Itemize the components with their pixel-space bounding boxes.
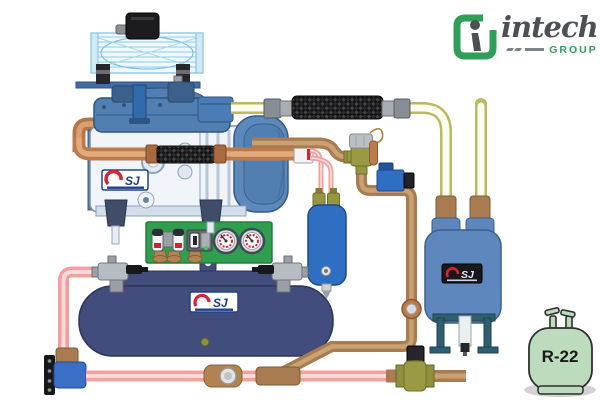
copper-line-front xyxy=(72,138,314,164)
liquid-line xyxy=(255,166,422,386)
flange-plate xyxy=(44,355,55,395)
brand-logo-mark xyxy=(453,14,497,60)
discharge-valve-block xyxy=(111,85,137,103)
tee-junction xyxy=(255,366,301,386)
cylinder-valves xyxy=(544,306,576,331)
chiller-drain xyxy=(458,315,472,347)
sensing-bulb xyxy=(369,140,378,166)
fan-condenser-unit xyxy=(75,12,204,89)
expansion-valve xyxy=(343,127,384,175)
filter-drier-assembly xyxy=(307,148,347,299)
dual-pressure-switch xyxy=(151,228,185,263)
capillary-tube xyxy=(369,127,384,144)
drier-drain xyxy=(322,291,331,299)
chiller-tank: SJ xyxy=(424,195,502,356)
motor-shaft-nub xyxy=(115,24,128,35)
valve-handle xyxy=(126,265,142,274)
fan-motor xyxy=(125,12,160,40)
suction-copper-ubend xyxy=(72,117,142,152)
discharge-line xyxy=(252,137,353,163)
receiver-valve-left xyxy=(91,255,148,293)
brand-group: GROUP xyxy=(549,43,598,56)
solenoid-valve xyxy=(376,162,415,192)
pink-line-left xyxy=(44,266,100,395)
receiver-tank: SJ xyxy=(78,255,334,357)
receiver-shell xyxy=(78,285,334,357)
pressure-gauge-2 xyxy=(238,227,266,255)
condenser-drop-pipe xyxy=(132,84,147,124)
brand-logo: intech GROUP xyxy=(453,13,599,66)
control-panel xyxy=(145,221,273,264)
drain-plug xyxy=(200,337,210,347)
braided-flex-section xyxy=(156,145,216,164)
shutoff-valve xyxy=(386,345,466,392)
svg-text:SJ: SJ xyxy=(213,296,228,310)
receiver-valve-right xyxy=(252,255,309,293)
compressor-body xyxy=(89,125,251,213)
flanged-connector xyxy=(53,361,87,389)
chiller-brand-badge: SJ xyxy=(441,263,483,284)
cylinder-foot-ring xyxy=(537,385,584,395)
receiver-brand-badge: SJ xyxy=(189,291,239,313)
chiller-legs xyxy=(429,313,499,356)
svg-text:SJ: SJ xyxy=(125,174,140,188)
pressure-control xyxy=(186,229,213,263)
valve-handle xyxy=(258,265,274,274)
svg-text:SJ: SJ xyxy=(461,269,475,281)
compressor-brand-badge: SJ xyxy=(101,169,149,191)
suction-valve-block xyxy=(167,81,195,103)
refrigerant-cylinder: R-22 xyxy=(524,306,596,397)
pink-line-bottom xyxy=(86,364,398,388)
braided-discharge-hose xyxy=(263,95,411,120)
refrigerant-label: R-22 xyxy=(542,347,579,366)
brand-name: intech xyxy=(501,10,599,44)
terminal-box xyxy=(197,96,234,123)
pressure-gauge-1 xyxy=(212,227,240,255)
